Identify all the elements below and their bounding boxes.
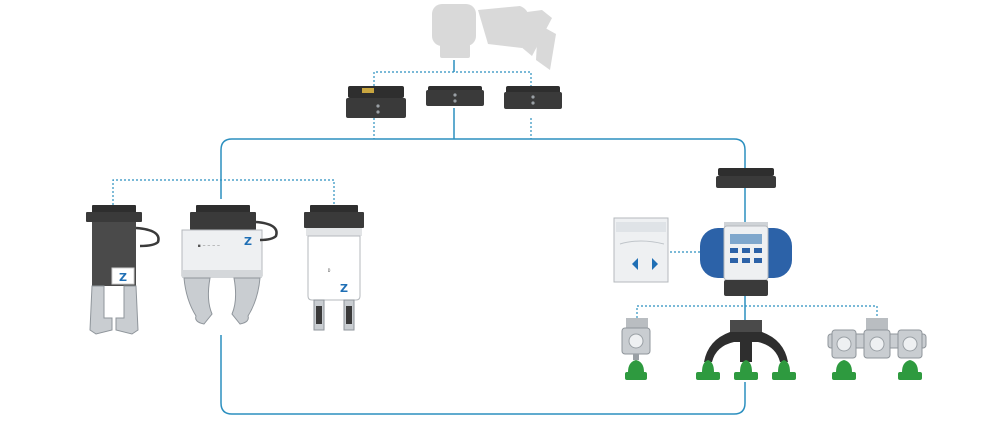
vacuum-adapter-changer (716, 168, 776, 188)
gripper-branch-dotted (112, 179, 335, 205)
arrow-right-icon (652, 258, 658, 270)
angular-gripper-icon: ■ ─ ─ ─ ─ Z (181, 205, 278, 325)
return-loop-line (220, 335, 746, 415)
arrow-left-icon (632, 258, 638, 270)
control-panel-icon (613, 217, 669, 283)
vacuum-generator-icon (700, 222, 792, 296)
triple-suction-cup-icon (696, 320, 796, 380)
brand-logo: Z (340, 282, 348, 295)
brand-logo: Z (244, 235, 252, 248)
quick-changer-2 (426, 86, 484, 106)
changer-branch-dotted (373, 71, 532, 86)
robot-arm-icon (432, 4, 556, 70)
compact-gripper-icon: D Z (304, 205, 364, 331)
parallel-gripper-icon: Z (86, 205, 160, 335)
connector-lines (112, 60, 878, 415)
main-bus-line (220, 138, 746, 199)
svg-text:D: D (328, 268, 331, 273)
svg-text:■ ─ ─ ─ ─: ■ ─ ─ ─ ─ (198, 243, 220, 248)
suction-branch-dotted (636, 305, 878, 318)
double-suction-cup-icon (827, 318, 927, 380)
single-suction-cup-icon (621, 318, 651, 380)
quick-changer-1 (346, 86, 406, 118)
brand-logo: Z (119, 271, 127, 284)
quick-changer-3 (504, 86, 562, 109)
